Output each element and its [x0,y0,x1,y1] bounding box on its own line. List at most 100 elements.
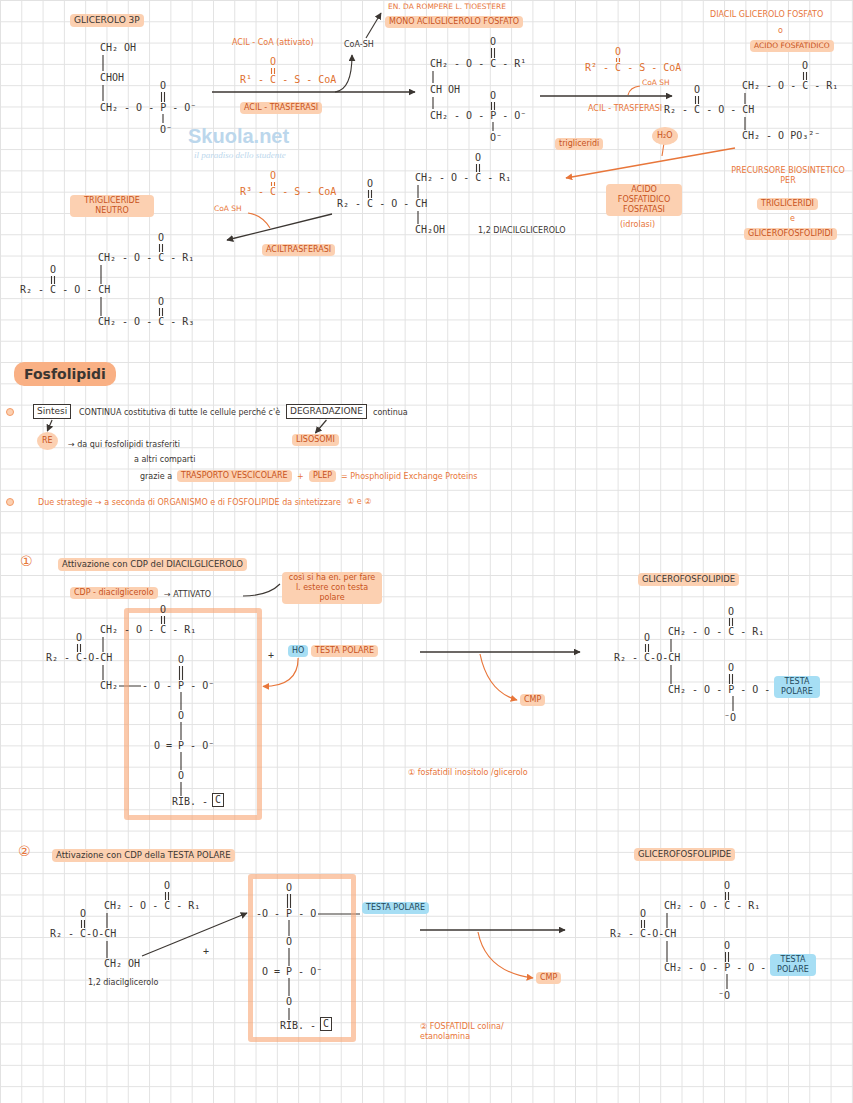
formula-text: O [160,604,166,616]
bond-lines [52,48,807,1020]
node-text: TRIGLICERIDE NEUTRO [74,196,150,216]
formula-text: O [728,662,734,674]
node-text: TESTA POLARE [778,677,816,697]
node-text: O [286,996,292,1008]
reaction-arrow [540,95,672,96]
node-text: LISOSOMI [296,435,335,445]
formula-text: O [475,152,481,164]
note-text: Due strategie → a seconda di ORGANISMO e… [38,498,341,508]
formula-text: CH₂ - O - P - O⁻ [430,110,526,122]
node-text: C [323,1018,329,1030]
bullet-dot [7,409,14,416]
node-text: così si ha en. per fare l. estere con te… [286,573,378,603]
formula-text: O [724,880,730,892]
node-text: O = P - O⁻ [262,966,322,978]
highlight-tag: LISOSOMI [292,434,339,446]
highlight-tag: ACIDO FOSFATIDICO FOSFATASI [606,184,682,216]
note-text: 1,2 diacilglicerolo [88,978,158,988]
node-text: Sintesi [37,406,67,417]
node-text: TESTA POLARE [366,903,425,913]
note-text: (idrolasi) [620,220,655,230]
highlight-tag: ACILTRASFERASI [262,244,335,256]
highlight-tag: trigliceridi [555,138,603,150]
formula-text: CH₂ - O - C - R₁ [98,252,194,264]
release-arrow [335,55,352,92]
formula-text: R¹ - C - S - CoA [240,74,336,86]
highlight-tag: CMP [536,972,561,984]
highlight-tag: CDP - diacilglicerolo [70,587,158,599]
connector-arrow [47,420,52,431]
heading-highlight: Attivazione con CDP della TESTA POLARE [52,849,235,862]
formula-text: CH₂ - O - C - R₁ [742,80,838,92]
highlight-tag: TRASPORTO VESCICOLARE [177,470,292,482]
note-text: 1,2 DIACILGLICEROLO [478,226,566,236]
node-text: O [178,654,184,666]
node-text: Fosfolipidi [24,365,106,383]
section-heading: Fosfolipidi [14,362,116,386]
node-text: RIB. - [280,1020,316,1032]
formula-text: R² - C - S - CoA [585,62,681,74]
node-text: MONO ACILGLICEROLO FOSFATO [389,17,519,27]
bullet-dot [7,499,14,506]
heading-highlight: GLICEROLO 3P [70,14,144,27]
node-text: TESTA POLARE [315,646,374,656]
node-text: GLICEROLO 3P [74,15,140,26]
node-text: C [215,794,221,806]
note-text: → da qui fosfolipidi trasferiti [68,440,180,450]
formula-text: CH₂ - O - C - R¹ [430,58,526,70]
node-text: HO [292,646,304,656]
node-text: TRIGLICERIDI [761,199,814,209]
highlight-tag: GLICEROFOSFOLIPIDI [744,228,837,240]
formula-text: R₂ - C - O - CH [337,198,427,210]
node-text: ACIL - TRASFERASI [244,103,318,113]
boxed-term: Sintesi [33,404,71,419]
circled-term: RE [37,432,58,450]
polar-head-tag: HO [288,645,308,657]
release-curve [248,213,270,228]
formula-text: CH₂ - O - P - O - [664,962,766,974]
formula-text: ⁻O [718,990,730,1002]
formula-text: O [160,80,166,92]
formula-text: CH₂ OH [100,42,136,54]
note-text: continua [373,408,408,418]
node-text: CDP - diacilglicerolo [74,588,154,598]
note-text: o [778,26,783,36]
reaction-arrow [566,148,735,178]
node-text: GLICEROFOSFOLIPIDI [748,229,833,239]
note-text: ② [18,843,31,859]
note-text: → ATTIVATO [164,590,211,600]
note-text: grazie a [140,472,172,482]
node-text: ACIDO FOSFATIDICO FOSFATASI [610,185,678,215]
note-text: ACIL - CoA (attivato) [232,38,314,48]
node-text: TESTA POLARE [774,955,812,975]
formula-text: CH₂ - O PO₃²⁻ [742,130,820,142]
node-text: TRASPORTO VESCICOLARE [181,471,288,481]
node-text: GLICEROFOSFOLIPIDE [638,849,731,860]
connector-arrow [315,420,326,433]
formula-text: O [802,60,808,72]
highlight-tag: CMP [520,694,545,706]
highlight-tag: ACIL - TRASFERASI [240,102,322,114]
note-text: EN. DA ROMPERE L. TIOESTERE [388,2,506,11]
note-text: ① [20,553,33,569]
node-text: DEGRADAZIONE [290,406,363,417]
node-text: H₂O [657,131,673,141]
formula-text: CH₂ - O - C - R₃ [98,316,194,328]
node-text: RIB. - [172,796,208,808]
highlight-tag: TESTA POLARE [311,645,378,657]
formula-text: CH₂ - O - C - R₁ [415,172,511,184]
note-text: ① e ② [347,497,371,507]
note-text: CONTINUA costitutiva di tutte le cellule… [79,408,280,418]
node-text: O [286,936,292,948]
formula-text: CH₂ - O - C - R₁ [664,900,760,912]
formula-text: CH₂ - O - C - R₁ [668,626,764,638]
node-text: O [286,882,292,894]
node-text: trigliceridi [559,139,599,149]
node-text: - O - P - O⁻ [142,680,214,692]
connector-arrow [263,658,298,686]
note-text: DIACIL GLICEROLO FOSFATO [710,10,823,20]
highlight-tag: ACIDO FOSFATIDICO [750,40,834,52]
formula-text: O⁻ [160,124,172,136]
formula-text: O [270,170,276,182]
note-text: CoA-SH [344,40,374,50]
